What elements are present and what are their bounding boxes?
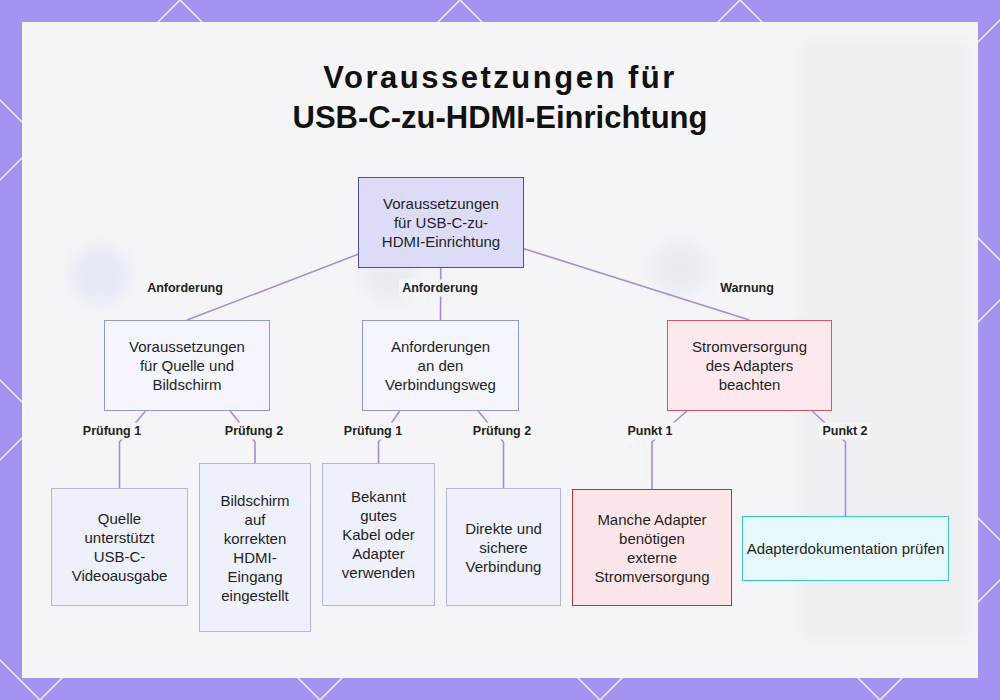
diagram-title: Voraussetzungen für USB-C-zu-HDMI-Einric… — [286, 58, 714, 138]
node-text: Manche Adapter benötigen externe Stromve… — [593, 510, 712, 586]
node-text: Anforderungen an den Verbindungsweg — [382, 337, 499, 394]
connector-line — [524, 249, 750, 320]
node-text: Stromversorgung des Adapters beachten — [688, 337, 811, 394]
node-text: Quelle unterstützt USB-C-Videoausgabe — [67, 509, 173, 585]
edge-label: Prüfung 1 — [80, 423, 144, 440]
warning-box: Stromversorgung des Adapters beachten — [667, 320, 832, 411]
node-text: Direkte und sichere Verbindung — [457, 519, 550, 576]
edge-label: Prüfung 1 — [341, 423, 405, 440]
check-box: Bekannt gutes Kabel oder Adapter verwend… — [322, 463, 435, 606]
node-text: Adapterdokumentation prüfen — [744, 539, 948, 558]
blurred-background — [70, 40, 970, 640]
check-box: Direkte und sichere Verbindung — [446, 488, 561, 606]
node-text: Voraussetzungen für Quelle und Bildschir… — [122, 337, 253, 394]
edge-label: Prüfung 2 — [470, 423, 534, 440]
node-text: Voraussetzungen für USB-C-zu-HDMI-Einric… — [381, 194, 502, 251]
edge-label: Anforderung — [144, 280, 226, 297]
edge-label: Anforderung — [399, 280, 481, 297]
category-box: Voraussetzungen für Quelle und Bildschir… — [104, 320, 270, 411]
edge-label: Warnung — [717, 280, 777, 297]
check-box: Quelle unterstützt USB-C-Videoausgabe — [51, 488, 188, 606]
note-box: Adapterdokumentation prüfen — [742, 516, 949, 581]
edge-label: Punkt 1 — [624, 423, 675, 440]
edge-label: Prüfung 2 — [222, 423, 286, 440]
warning-point-box: Manche Adapter benötigen externe Stromve… — [572, 489, 732, 606]
node-text: Bekannt gutes Kabel oder Adapter verwend… — [340, 487, 417, 582]
category-box: Anforderungen an den Verbindungsweg — [362, 320, 519, 411]
check-box: Bildschirm auf korrekten HDMI-Eingang ei… — [199, 463, 311, 632]
edge-label: Punkt 2 — [819, 423, 870, 440]
root-box: Voraussetzungen für USB-C-zu-HDMI-Einric… — [358, 177, 524, 268]
node-text: Bildschirm auf korrekten HDMI-Eingang ei… — [216, 491, 295, 605]
content-panel — [22, 22, 978, 678]
